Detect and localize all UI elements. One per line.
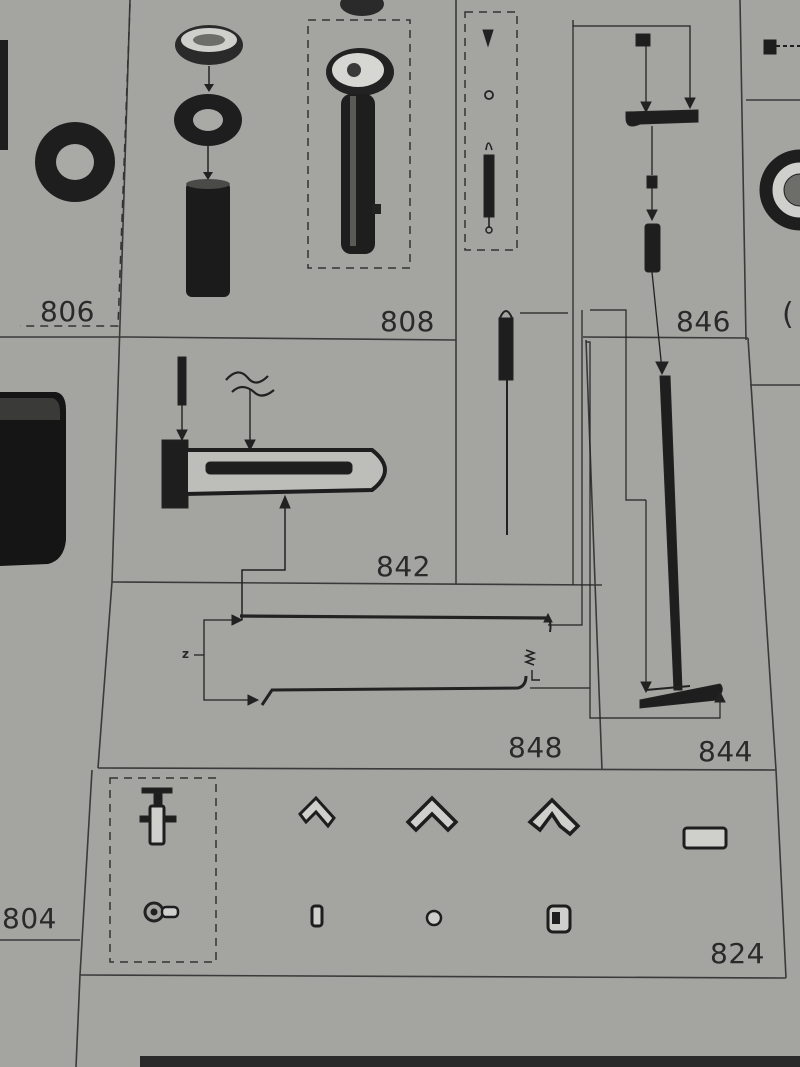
- part-filter-assembly: [174, 25, 243, 297]
- part-spring-set: [482, 29, 495, 234]
- part-number-848: 848: [508, 731, 563, 764]
- part-number-808: 808: [380, 305, 435, 338]
- part-808-filler-cap-tube: [326, 0, 394, 254]
- part-848-wiring: [194, 310, 590, 706]
- part-806-seal-ring: [0, 40, 115, 202]
- dashed-groups: [20, 3, 518, 963]
- partial-left-housing: [0, 392, 66, 566]
- partial-label-right: (: [782, 297, 795, 332]
- part-number-824: 824: [710, 937, 765, 970]
- part-824-fittings: [298, 795, 728, 934]
- part-number-804: 804: [2, 902, 57, 935]
- part-844-pedal-lever: [586, 309, 726, 719]
- part-number-806: 806: [40, 295, 95, 328]
- part-hook-rod: [498, 310, 568, 535]
- part-846-linkage: [572, 20, 699, 585]
- wire-label-z: z: [182, 647, 190, 661]
- next-page-edge: [140, 1056, 800, 1067]
- part-842-slotted-tube: [161, 356, 387, 620]
- part-number-842: 842: [376, 550, 431, 583]
- part-804-valve: [139, 787, 180, 923]
- part-number-846: 846: [676, 305, 731, 338]
- partial-right-parts: [759, 39, 800, 231]
- part-number-844: 844: [698, 735, 753, 768]
